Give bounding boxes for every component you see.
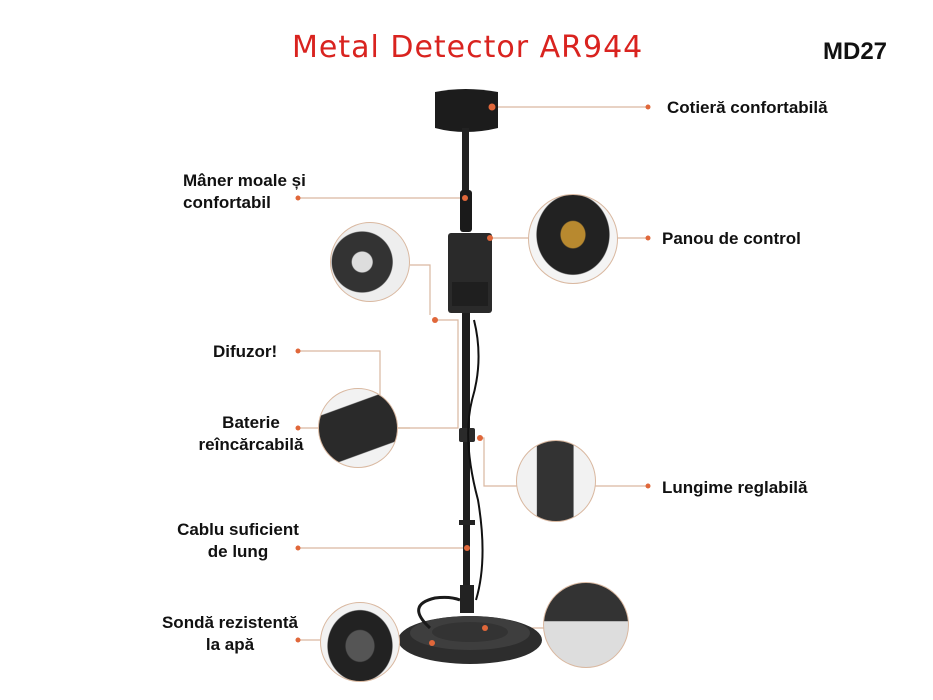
callout-control-panel: Panou de control xyxy=(662,229,801,248)
callout-speaker: Difuzor! xyxy=(213,342,278,361)
search-coil xyxy=(398,595,542,664)
detail-battery-circle xyxy=(318,388,398,468)
detail-connector-circle xyxy=(330,222,410,302)
leader-lines xyxy=(298,106,648,641)
callout-cable: Cablu suficient de lung xyxy=(177,520,299,561)
model-code: MD27 xyxy=(823,38,888,65)
armrest-cuff xyxy=(435,89,498,132)
callout-adjustable-length: Lungime reglabilă xyxy=(662,478,808,497)
detail-lock-circle xyxy=(516,440,596,522)
handle-grip xyxy=(460,190,472,232)
detail-coil-mount-circle xyxy=(543,582,629,668)
callout-probe: Sondă rezistentă la apă xyxy=(161,613,299,654)
callout-battery: Baterie reîncărcabilă xyxy=(198,413,304,454)
detail-coil-circle xyxy=(320,602,400,682)
page-title: Metal Detector AR944 xyxy=(292,30,644,65)
callout-dots xyxy=(295,103,651,646)
callout-handle: Mâner moale și confortabil xyxy=(183,171,306,212)
detail-control-panel-circle xyxy=(528,194,618,284)
callout-armrest: Cotieră confortabilă xyxy=(667,98,828,117)
